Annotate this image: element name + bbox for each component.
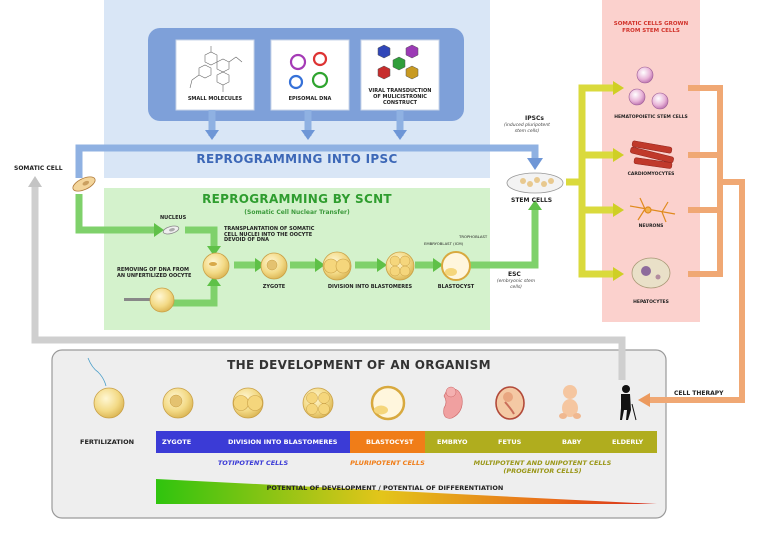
stage-fetus: FETUS xyxy=(498,438,522,446)
cell-therapy-arrow xyxy=(648,85,745,403)
fertilization-cell-icon xyxy=(87,357,125,419)
pluripotent-label: PLURIPOTENT CELLS xyxy=(350,459,425,467)
stage-bar-totipotent xyxy=(156,431,350,453)
progenitor-label: (PROGENITOR CELLS) xyxy=(503,467,582,475)
method-label-episomal-dna: EPISOMAL DNA xyxy=(288,96,332,102)
stage-embryo: EMBRYO xyxy=(437,438,468,446)
blastomeres-cell-icon xyxy=(322,251,352,281)
small-molecules-icon xyxy=(189,46,243,92)
method-label-small-molecules: SMALL MOLECULES xyxy=(187,96,243,102)
episomal-dna-icon xyxy=(288,51,329,90)
cell-therapy-label: CELL THERAPY xyxy=(674,390,724,397)
method-label-viral-transduction: VIRAL TRANSDUCTION OF MULICISTRONIC CONS… xyxy=(368,88,432,106)
transplant-cell-icon xyxy=(202,252,230,280)
trophoblast-label: TROPHOBLAST xyxy=(459,234,488,239)
nucleus-label: NUCLEUS xyxy=(160,215,187,221)
development-heading: THE DEVELOPMENT OF AN ORGANISM xyxy=(227,358,491,372)
transplantation-label: TRANSPLANTATION OF SOMATIC CELL NUCLEI I… xyxy=(224,226,315,243)
neurons-label: NEURONS xyxy=(638,224,664,229)
hepatocytes-icon xyxy=(631,257,671,289)
removing-dna-label: REMOVING OF DNA FROM AN UNFERTILIZED OOC… xyxy=(117,267,192,279)
zygote-label: ZYGOTE xyxy=(262,284,286,290)
morula-cell-icon xyxy=(385,251,415,281)
viral-transduction-icon xyxy=(377,44,419,80)
neurons-icon xyxy=(629,197,676,223)
nucleus-icon xyxy=(162,225,180,235)
stage-division: DIVISION INTO BLASTOMERES xyxy=(228,438,338,446)
blastocyst-cell-icon xyxy=(441,251,471,281)
embryo-icon xyxy=(443,386,463,419)
development-return-arrow xyxy=(31,185,626,380)
baby-icon xyxy=(559,385,581,419)
cardiomyocytes-icon xyxy=(630,140,674,169)
fetus-icon xyxy=(495,386,525,420)
stem-cells-dish-icon xyxy=(506,172,564,194)
cardiomyocytes-label: CARDIOMYOCYTES xyxy=(627,172,675,177)
hematopoietic-label: HEMATOPOIETIC STEM CELLS xyxy=(614,115,688,120)
hematopoietic-stem-cells-icon xyxy=(628,66,669,110)
embryoblast-label: EMBRYOBLAST (ICM) xyxy=(424,241,464,246)
fertilization-label: FERTILIZATION xyxy=(80,438,135,446)
differentiation-arrows xyxy=(566,84,615,278)
esc-note: (embryonic stem cells) xyxy=(496,279,536,290)
ipscs-label: IPSCs xyxy=(525,115,544,122)
stage-bar-pluripotent xyxy=(350,431,425,453)
stage-elderly: ELDERLY xyxy=(612,438,644,446)
scnt-heading: REPROGRAMMING BY SCNT xyxy=(202,192,392,206)
potential-wedge xyxy=(156,479,657,504)
stage-zygote: ZYGOTE xyxy=(162,438,192,446)
dev-morula-icon xyxy=(302,387,334,419)
somatic-cell-icon xyxy=(72,176,96,192)
ipsc-heading: REPROGRAMMING INTO IPSC xyxy=(196,152,398,166)
ipscs-note: (induced pluripotent stem cells) xyxy=(504,123,550,134)
esc-label: ESC xyxy=(508,271,521,278)
elderly-icon xyxy=(620,385,637,421)
stage-blastocyst: BLASTOCYST xyxy=(366,438,414,446)
somatic-grown-heading: SOMATIC CELLS GROWN FROM STEM CELLS xyxy=(613,21,689,34)
blastocyst-label: BLASTOCYST xyxy=(437,284,475,290)
zygote-cell-icon xyxy=(260,252,288,280)
dev-blastocyst-icon xyxy=(370,385,406,421)
division-label: DIVISION INTO BLASTOMERES xyxy=(327,284,413,290)
stage-baby: BABY xyxy=(562,438,582,446)
dev-blastomeres-icon xyxy=(232,387,264,419)
multipotent-label: MULTIPOTENT AND UNIPOTENT CELLS xyxy=(473,459,612,467)
totipotent-label: TOTIPOTENT CELLS xyxy=(217,459,289,467)
potential-label: POTENTIAL OF DEVELOPMENT / POTENTIAL OF … xyxy=(266,484,504,492)
scnt-subheading: (Somatic Cell Nuclear Transfer) xyxy=(244,209,350,216)
stem-cells-label: STEM CELLS xyxy=(511,197,553,204)
dev-zygote-icon xyxy=(162,387,194,419)
somatic-cell-label: SOMATIC CELL xyxy=(14,165,63,172)
scnt-path-arrow xyxy=(75,194,539,307)
hepatocytes-label: HEPATOCYTES xyxy=(633,300,669,305)
oocyte-icon xyxy=(124,287,175,313)
stage-bar-multipotent xyxy=(425,431,657,453)
